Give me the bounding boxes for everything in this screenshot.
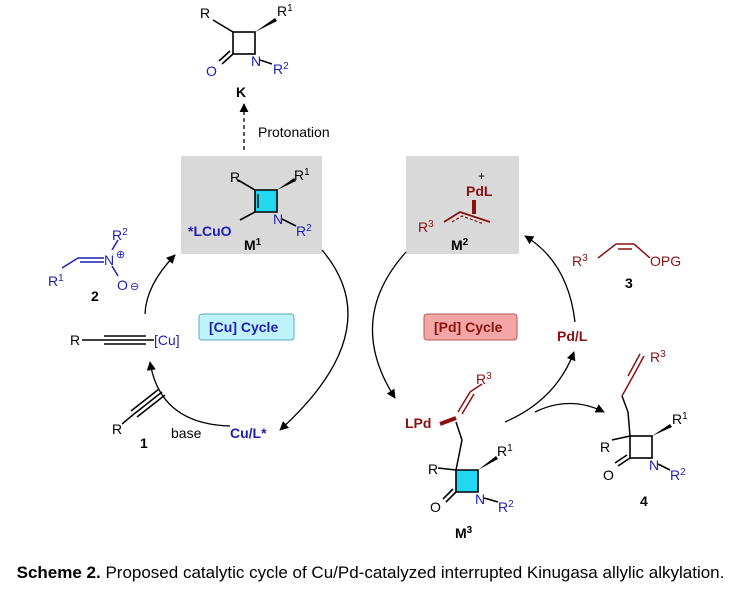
acetylide-r: R — [70, 332, 80, 348]
m3-lpd: LPd — [405, 415, 431, 431]
pd-cycle-label: [Pd] Cycle — [434, 319, 503, 335]
k-ring — [232, 31, 256, 55]
m3-r2: R2 — [498, 499, 514, 515]
nitrone-plus: ⊕ — [116, 249, 125, 261]
m3-to-pdl-arc — [504, 351, 576, 423]
nitrone-minus: ⊖ — [130, 281, 139, 293]
m1-label: M1 — [244, 237, 262, 253]
cu-cycle-arc-top — [144, 254, 176, 315]
m3-o: O — [430, 499, 441, 515]
m1-box — [181, 156, 322, 254]
protonation-label: Protonation — [258, 124, 330, 140]
nitrone-o: O — [117, 277, 128, 293]
m2-plus: + — [478, 169, 485, 183]
m1-n: N — [273, 211, 283, 227]
k-r1: R1 — [277, 3, 293, 19]
copper-acetylide-structure: R [Cu] — [70, 332, 180, 348]
k-label: K — [236, 84, 246, 100]
m3-ring — [455, 469, 479, 493]
acetylide-cu: [Cu] — [154, 332, 180, 348]
pdl-to-m2-arc — [524, 235, 576, 323]
nitrone-2-structure: N ⊕ R2 O ⊖ R1 2 — [48, 227, 139, 304]
nitrone-r2: R2 — [112, 227, 128, 243]
m2-pdl: PdL — [466, 183, 493, 199]
m2-box — [406, 156, 519, 254]
m3-n: N — [475, 491, 485, 507]
product-release-arc — [534, 402, 605, 413]
alkyne-r: R — [112, 421, 122, 437]
cu-cycle-badge — [198, 313, 295, 341]
m2-structure: + PdL R3 M2 — [418, 169, 493, 253]
m1-structure: R R1 *LCuO N R2 M1 — [188, 167, 312, 253]
catalytic-cycle-scheme: R R1 O N R2 K Protonation R R1 *LCuO N R… — [48, 3, 688, 541]
k-o: O — [206, 63, 217, 79]
caption-text: Proposed catalytic cycle of Cu/Pd-cataly… — [100, 563, 725, 582]
nitrone-r1: R1 — [48, 273, 64, 289]
m1-lcuo: *LCuO — [188, 223, 232, 239]
scheme-caption: Scheme 2. Proposed catalytic cycle of Cu… — [0, 562, 741, 584]
alkyne-label: 1 — [140, 435, 148, 451]
p4-r: R — [600, 439, 610, 455]
cul-star-label: Cu/L* — [230, 425, 267, 441]
m1-to-m3-arc — [371, 251, 407, 399]
m3-r1: R1 — [497, 443, 513, 459]
allyl-r3: R3 — [572, 253, 588, 269]
alkyne-1-structure: R 1 — [112, 388, 166, 451]
p4-r3: R3 — [650, 349, 666, 365]
allyl-label: 3 — [625, 275, 633, 291]
nitrone-n: N — [104, 252, 114, 268]
m1-r: R — [230, 169, 240, 185]
caption-bold: Scheme 2. — [16, 563, 101, 582]
p4-r1: R1 — [672, 411, 688, 427]
cu-cycle-label: [Cu] Cycle — [209, 319, 278, 335]
m3-r3: R3 — [476, 371, 492, 387]
base-label: base — [171, 425, 202, 441]
product-k-structure: R R1 O N R2 K — [200, 3, 293, 100]
nitrone-label: 2 — [91, 288, 99, 304]
m1-ring — [254, 189, 278, 213]
m3-label: M3 — [455, 525, 473, 541]
allyl-opg: OPG — [650, 253, 681, 269]
cu-to-pd-arc — [279, 249, 349, 431]
p4-r2: R2 — [670, 467, 686, 483]
p4-label: 4 — [640, 493, 648, 509]
m2-r3: R3 — [418, 219, 434, 235]
k-r: R — [200, 5, 210, 21]
p4-o: O — [603, 467, 614, 483]
m3-structure: LPd R3 R R1 O N R2 M3 — [405, 371, 514, 541]
p4-ring — [629, 435, 653, 459]
allyl-reagent-3-structure: R3 OPG 3 — [572, 243, 681, 291]
pd-cycle-badge — [423, 313, 518, 341]
product-4-structure: R3 R R1 O N R2 4 — [600, 349, 688, 509]
k-n: N — [251, 53, 261, 69]
k-r2: R2 — [273, 61, 289, 77]
m1-r2: R2 — [296, 223, 312, 239]
cu-cycle-arc-left — [146, 361, 231, 427]
pdl-label: Pd/L — [557, 328, 588, 344]
m3-r: R — [428, 461, 438, 477]
p4-n: N — [649, 457, 659, 473]
m1-r1: R1 — [294, 167, 310, 183]
